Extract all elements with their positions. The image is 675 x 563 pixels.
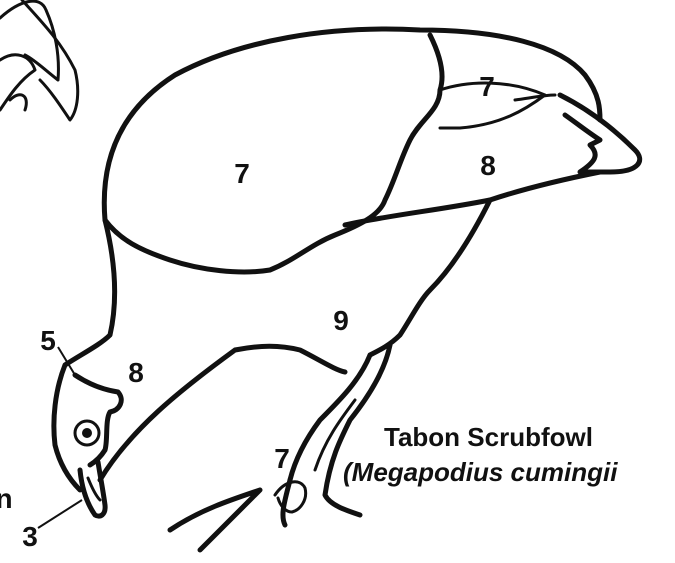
label-wing-upper: 7 [234,158,250,189]
partial-bird-drawing-top-left [0,0,78,120]
belly-upper-line [370,200,490,355]
leader-line-bill [38,500,82,528]
label-bill: 3 [22,521,38,552]
foot-left [170,480,290,550]
label-wing-lower: 8 [480,150,496,181]
label-belly: 9 [333,305,349,336]
head-crest [75,375,121,465]
label-face: 8 [128,357,144,388]
wing-upper-boundary [105,35,442,272]
label-eye-region: 5 [40,325,56,356]
label-leg: 7 [274,443,290,474]
label-cut-letter: n [0,483,13,514]
eye-pupil [82,428,92,438]
label-wing-tip: 7 [479,71,495,102]
caption-scientific-name: (Megapodius cumingii [343,457,618,487]
caption-common-name: Tabon Scrubfowl [384,422,593,452]
